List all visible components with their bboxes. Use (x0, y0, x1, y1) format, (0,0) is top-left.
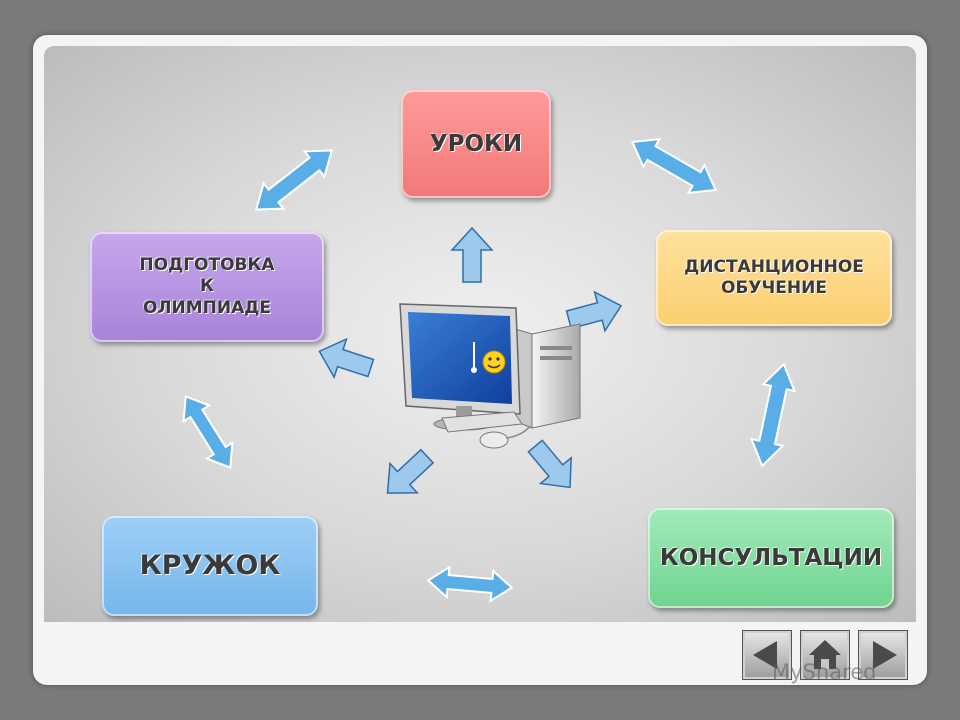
node-olympiad-line-2: К (200, 276, 214, 297)
node-olympiad-prep: ПОДГОТОВКА К ОЛИМПИАДЕ (90, 232, 324, 342)
node-consultations: КОНСУЛЬТАЦИИ (648, 508, 894, 608)
double-arrow-lessons-distance (630, 137, 718, 195)
computer-icon (399, 303, 581, 449)
home-button[interactable] (800, 630, 850, 680)
arrow-to-olympiad (318, 337, 375, 380)
watermark-logo: MyShared (772, 660, 877, 684)
node-olympiad-line-1: ПОДГОТОВКА (139, 255, 275, 276)
node-distance-line-1: ДИСТАНЦИОННОЕ (684, 256, 864, 277)
home-icon (809, 640, 841, 669)
double-arrow-distance-consultations (749, 362, 797, 468)
double-arrow-lessons-olympiad (254, 149, 334, 211)
diagram-graphics (182, 137, 797, 603)
node-club-label: КРУЖОК (139, 550, 281, 582)
double-arrow-club-consultations (426, 565, 514, 603)
node-distance-line-2: ОБУЧЕНИЕ (721, 278, 827, 298)
node-olympiad-line-3: ОЛИМПИАДЕ (142, 297, 272, 318)
slide-canvas: УРОКИ ДИСТАНЦИОННОЕ ОБУЧЕНИЕ ПОДГОТОВКА … (44, 46, 916, 622)
node-club: КРУЖОК (102, 516, 318, 616)
slide-navigation (742, 630, 908, 682)
arrow-to-lessons (450, 226, 494, 283)
node-distance-learning: ДИСТАНЦИОННОЕ ОБУЧЕНИЕ (656, 230, 892, 326)
node-lessons: УРОКИ (401, 90, 551, 198)
triangle-left-icon (753, 641, 777, 669)
arrow-to-club (386, 448, 435, 494)
arrow-to-consultations (527, 439, 572, 489)
node-lessons-label: УРОКИ (429, 130, 523, 157)
triangle-right-icon (873, 641, 897, 669)
back-button[interactable] (742, 630, 792, 680)
node-consultations-label: КОНСУЛЬТАЦИИ (659, 544, 883, 571)
double-arrow-olympiad-club (182, 394, 234, 470)
forward-button[interactable] (858, 630, 908, 680)
